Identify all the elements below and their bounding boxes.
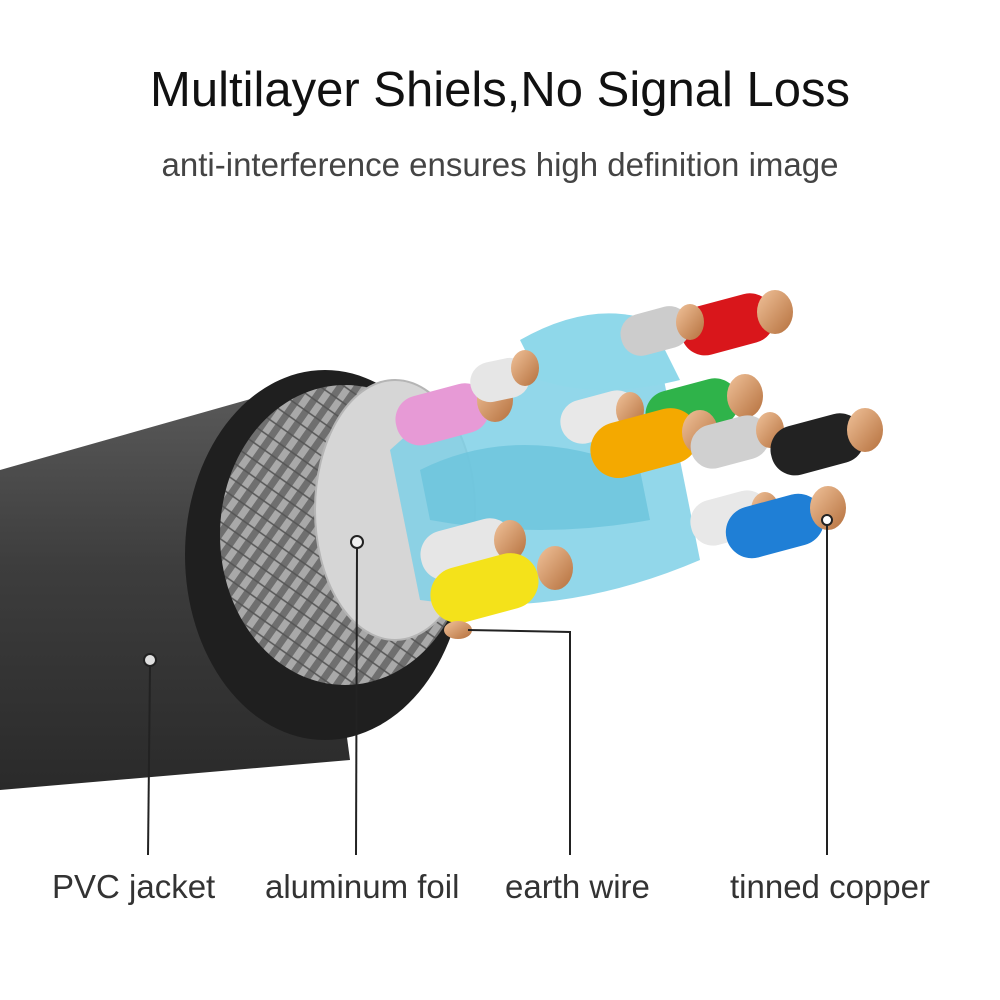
earth-wire-strand <box>444 621 472 639</box>
callouts <box>143 514 833 856</box>
label-earth-wire: earth wire <box>505 868 650 905</box>
label-tinned-copper: tinned copper <box>730 868 930 905</box>
headline: Multilayer Shiels,No Signal Loss <box>150 63 850 117</box>
label-pvc-jacket: PVC jacket <box>52 868 216 905</box>
label-aluminum-foil: aluminum foil <box>265 868 460 905</box>
subheadline: anti-interference ensures high definitio… <box>161 146 839 183</box>
conductors <box>395 290 883 639</box>
